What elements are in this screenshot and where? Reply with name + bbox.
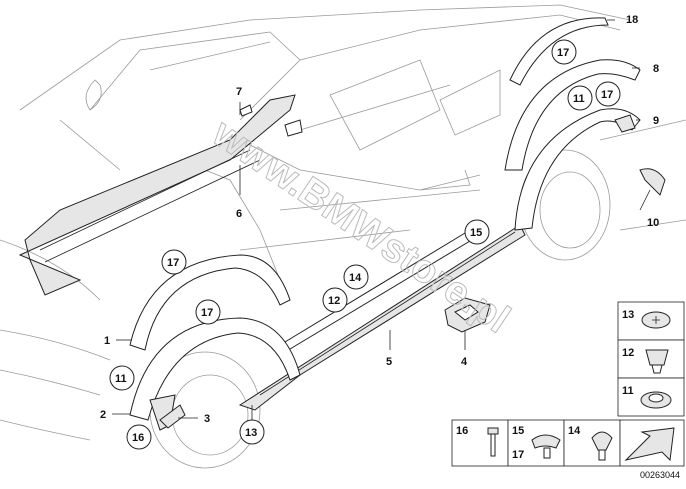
legend-label-11: 11 — [622, 385, 634, 397]
legend-label-16: 16 — [456, 425, 468, 437]
callouts: 1 2 3 4 5 6 7 8 9 10 18 17 17 17 17 11 1… — [100, 14, 659, 450]
callout-6: 6 — [236, 208, 242, 220]
callout-11-b: 11 — [115, 373, 127, 385]
clip-part-10[interactable] — [639, 168, 666, 196]
sill-trim-inner[interactable] — [18, 94, 303, 296]
callout-16: 16 — [132, 432, 144, 444]
callout-3: 3 — [204, 413, 210, 425]
bracket-part[interactable] — [444, 297, 491, 333]
callout-17-d: 17 — [601, 89, 613, 101]
direction-arrow-icon — [624, 427, 675, 462]
legend-label-17: 17 — [512, 449, 524, 461]
image-code: 00263044 — [640, 470, 680, 480]
callout-1: 1 — [104, 335, 110, 347]
callout-8: 8 — [653, 63, 659, 75]
callout-5: 5 — [386, 356, 392, 368]
callout-17-b: 17 — [201, 307, 213, 319]
callout-10: 10 — [647, 217, 659, 229]
callout-9: 9 — [653, 115, 659, 127]
legend-label-15: 15 — [512, 425, 524, 437]
trim-clip-part-3[interactable] — [149, 394, 186, 431]
leader-lines — [112, 19, 651, 420]
callout-17-a: 17 — [167, 257, 179, 269]
callout-15: 15 — [470, 227, 482, 239]
callout-7: 7 — [236, 86, 242, 98]
callout-14: 14 — [349, 272, 362, 284]
callout-13: 13 — [245, 427, 257, 439]
car-outline — [0, 4, 686, 469]
callout-17-c: 17 — [557, 47, 569, 59]
callout-12: 12 — [328, 295, 340, 307]
rear-wheel-arch-trim-18[interactable] — [509, 17, 609, 86]
callout-4: 4 — [461, 356, 468, 368]
fastener-legend-row: 16 15 17 14 — [451, 419, 685, 467]
rear-wheel-arch-trim-8[interactable] — [504, 59, 641, 171]
fastener-legend-column: 13 12 11 — [617, 301, 685, 417]
front-wheel-arch-trim-2[interactable] — [129, 317, 301, 421]
callout-18: 18 — [626, 14, 638, 26]
legend-label-14: 14 — [568, 425, 581, 437]
rear-wheel-arch-trim-9[interactable] — [514, 108, 641, 231]
legend-label-13: 13 — [622, 309, 634, 321]
legend-label-12: 12 — [622, 347, 634, 359]
callout-2: 2 — [100, 409, 106, 421]
callout-11-a: 11 — [573, 93, 585, 105]
